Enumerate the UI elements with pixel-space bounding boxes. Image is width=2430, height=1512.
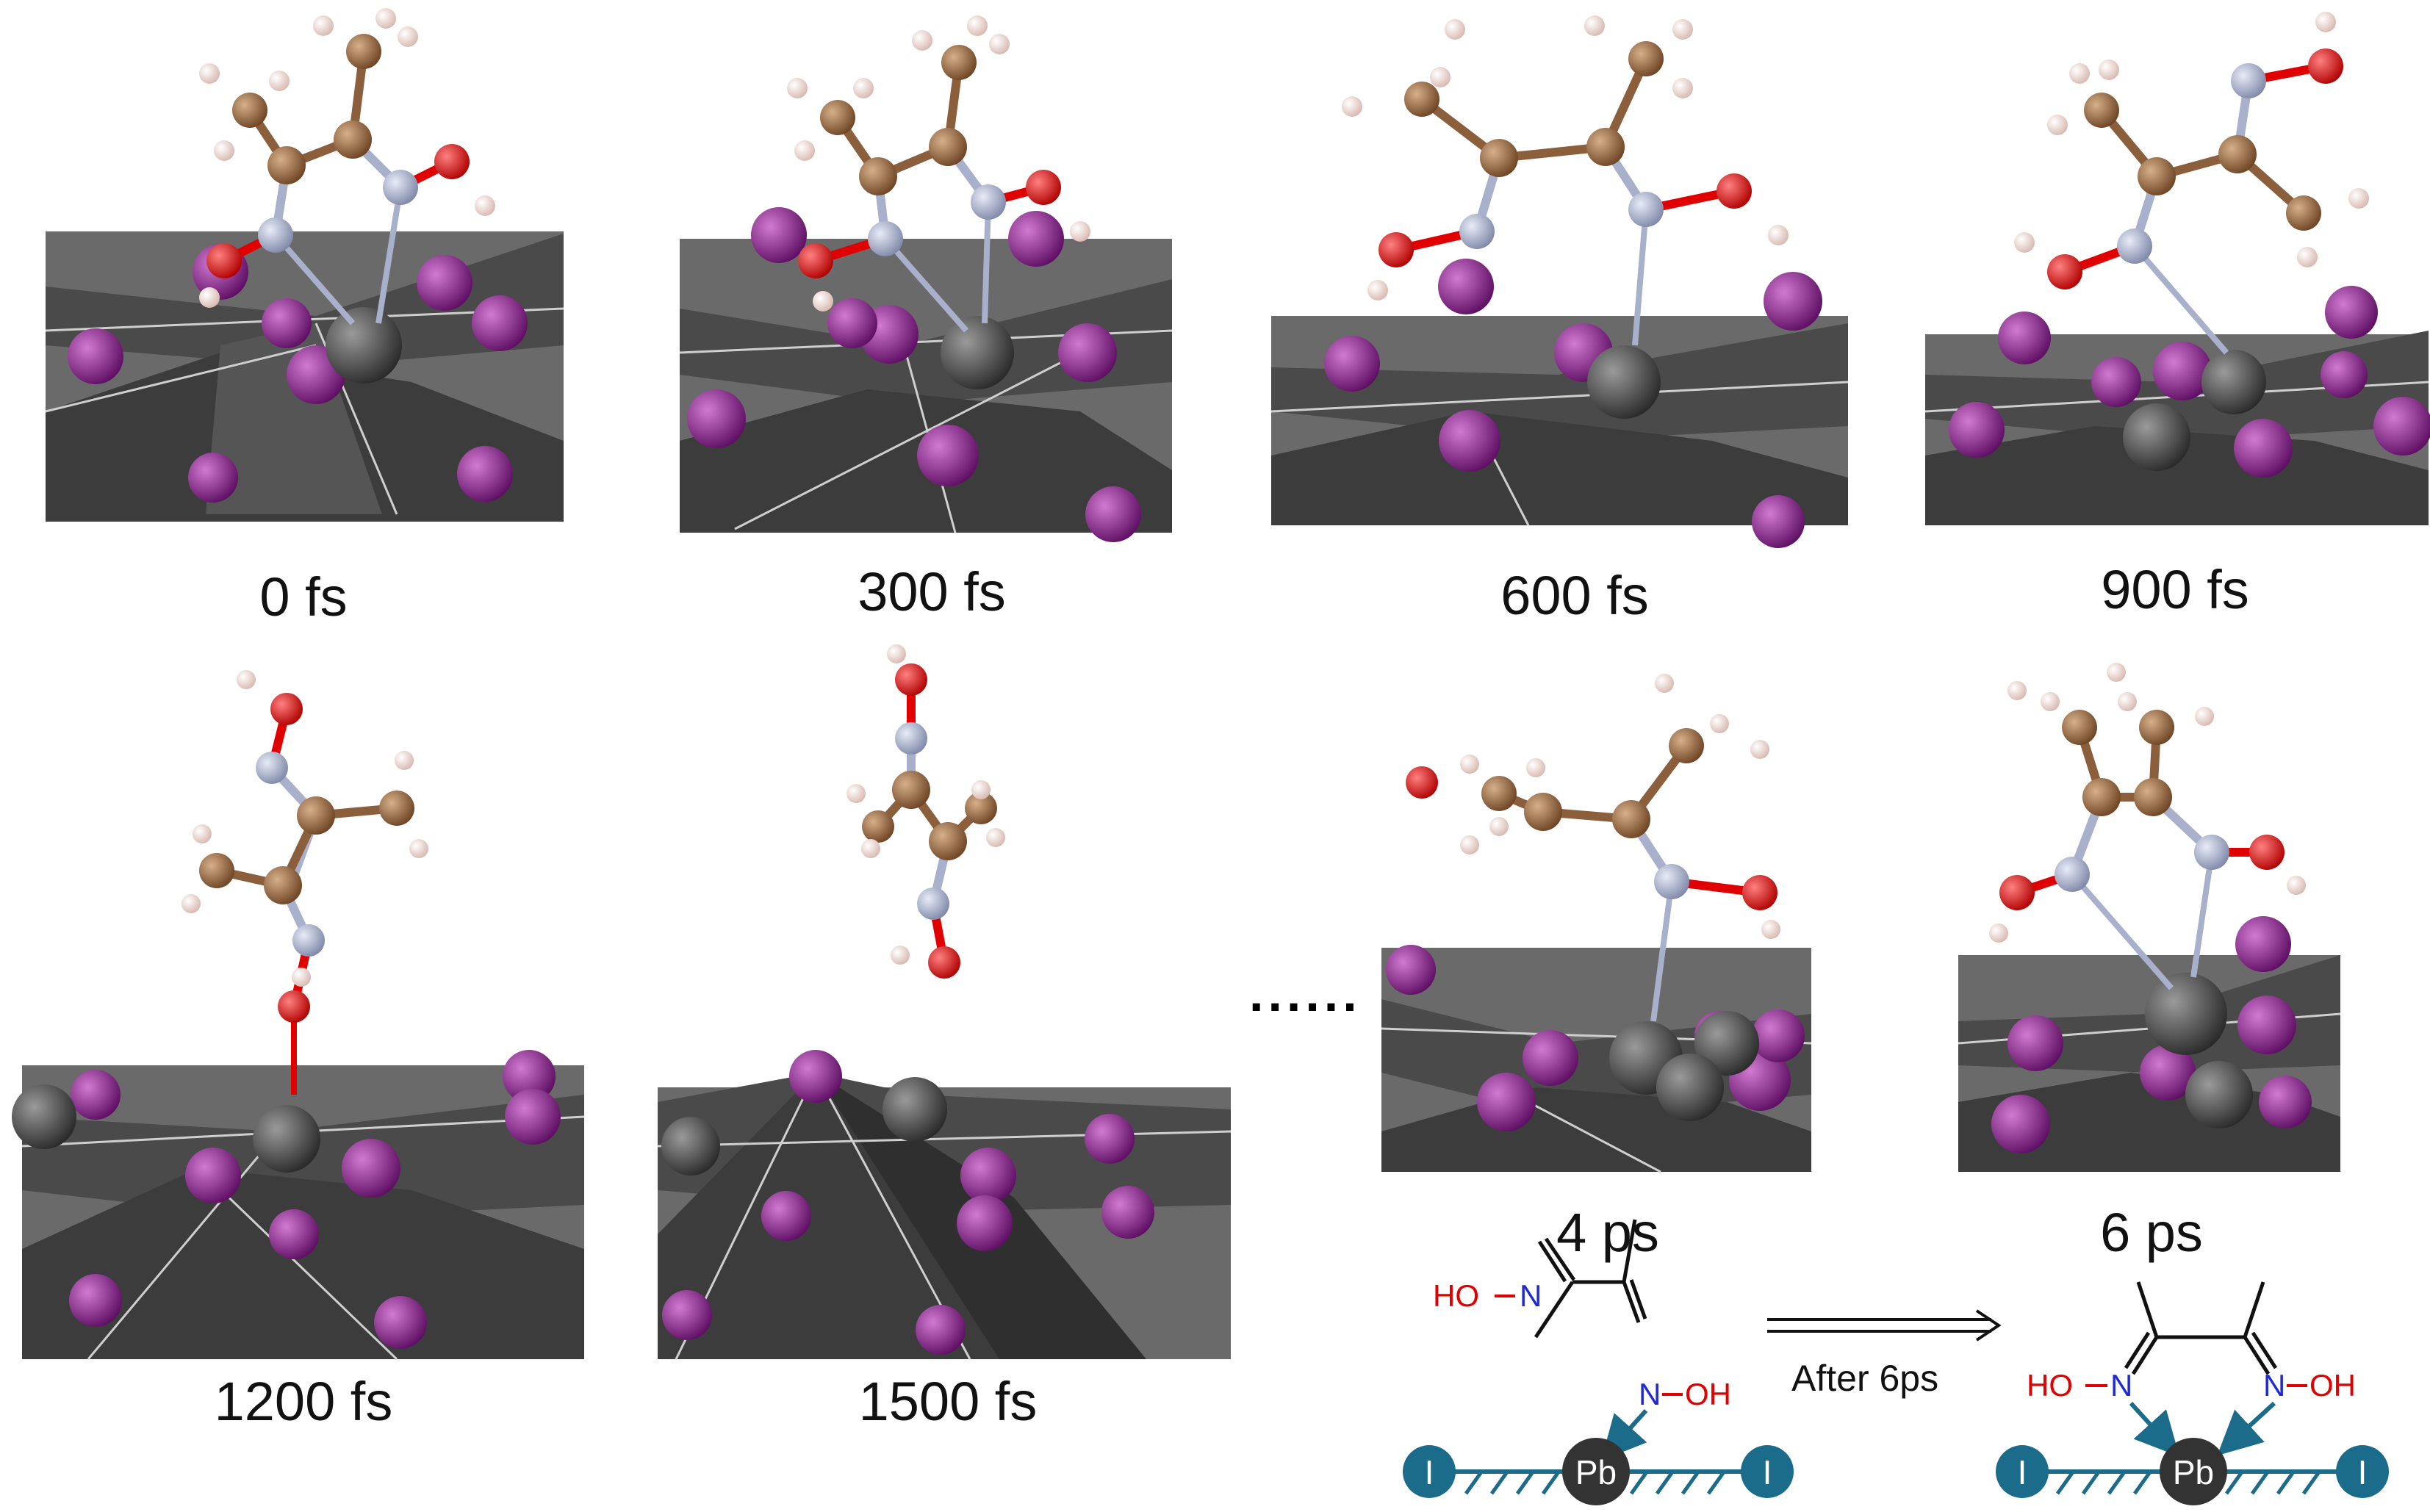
carbon-atom [267,146,306,184]
hydrogen-atoms [199,8,495,308]
frame-0fs [45,8,564,522]
coordination-arrow [2129,1401,2180,1457]
scheme-left: HO N N OH I Pb I [1403,1219,1794,1505]
lead-ion [1562,1438,1630,1505]
carbon-atom [346,34,381,69]
substrate-hatching [2055,1472,2321,1495]
caption-4ps: 4 ps [1556,1202,1659,1263]
caption-300fs: 300 fs [858,561,1006,622]
reaction-arrow-label: After 6ps [1791,1358,1938,1399]
lead-label: Pb [2173,1453,2214,1491]
scheme-right-n-right: N [2263,1368,2285,1403]
coordination-scheme: HO N N OH I Pb I After 6ps [1403,1219,2389,1505]
lead-atom [326,307,402,384]
iodide-ion [1996,1445,2049,1498]
nitrogen-atom [383,170,418,205]
scheme-left-n-bottom: N [1639,1377,1661,1411]
carbon-atom [232,93,267,128]
caption-1500fs: 1500 fs [858,1371,1038,1432]
iodide-label: I [2358,1453,2368,1491]
coordination-arrow [1600,1408,1648,1461]
reaction-arrow [1767,1309,2002,1342]
scheme-left-ho: HO [1433,1278,1479,1313]
frame-6ps [1958,663,2341,1172]
frame-1200fs [12,670,585,1361]
caption-0fs: 0 fs [259,566,348,627]
scheme-right-oh: OH [2309,1368,2356,1403]
iodide-ion [1403,1445,1456,1498]
iodide-atoms [68,244,528,503]
iodide-label: I [2018,1453,2027,1491]
caption-600fs: 600 fs [1500,565,1649,626]
coordination-arrow [2217,1401,2276,1456]
iodide-label: I [1425,1453,1434,1491]
frame-900fs [1924,12,2430,525]
oxygen-atom [434,144,470,179]
scheme-right-ho: HO [2027,1368,2073,1403]
scheme-right-n-left: N [2110,1368,2132,1403]
frame-4ps [1381,674,1812,1173]
lead-label: Pb [1575,1453,1617,1491]
frame-600fs [1270,15,1849,548]
scheme-right: HO N N OH I Pb I [1996,1281,2389,1505]
iodide-label: I [1763,1453,1772,1491]
frame-1500fs [657,644,1232,1360]
scheme-left-n-top: N [1520,1278,1542,1313]
iodide-ion [2336,1445,2389,1498]
caption-6ps: 6 ps [2100,1202,2203,1263]
caption-1200fs: 1200 fs [214,1371,393,1432]
molecule-left-skeleton [1534,1219,1647,1339]
lead-ion [2160,1438,2227,1505]
oxygen-atom [206,243,242,278]
frame-300fs [679,15,1173,542]
molecule-right-skeleton [2124,1281,2278,1375]
ellipsis: ...... [1249,965,1362,1022]
nitrogen-atom [258,217,293,253]
iodide-ion [1741,1445,1794,1498]
perovskite-surface [45,231,564,522]
scheme-left-oh: OH [1685,1377,1731,1411]
substrate-hatching [1464,1472,1725,1495]
carbon-atom [334,120,372,159]
caption-900fs: 900 fs [2101,559,2249,620]
